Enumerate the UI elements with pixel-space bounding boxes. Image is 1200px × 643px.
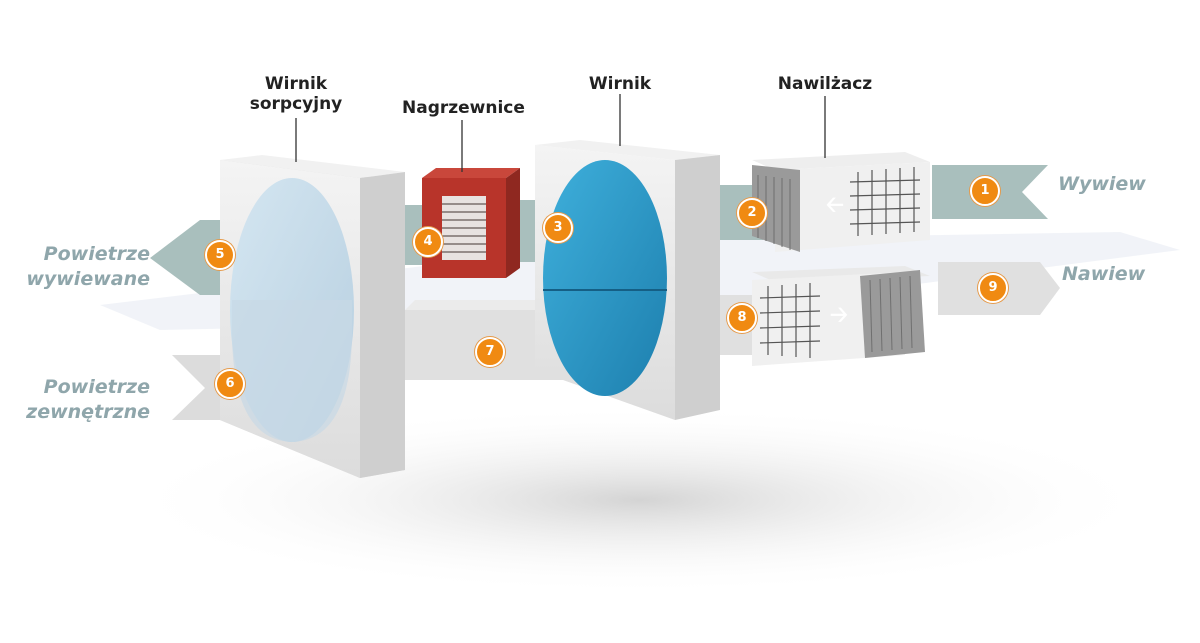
sorption-rotor-face (360, 172, 405, 478)
rotor-wheel (543, 160, 667, 396)
rotor-side (675, 155, 720, 420)
side-label-outdoor-air: Powietrze zewnętrzne (18, 375, 150, 425)
label-sorption-rotor-line1: Wirnik (264, 74, 328, 94)
sorption-rotor-wheel-lower (232, 300, 352, 442)
side-label-exhaust-out: Powietrze wywiewane (18, 242, 150, 292)
label-sorption-rotor-line2: sorpcyjny (249, 94, 343, 114)
side-label-outdoor-air-line1: Powietrze (43, 376, 150, 398)
heater-side (506, 168, 520, 278)
humidifier-coil (752, 165, 800, 252)
heater-top (422, 168, 520, 178)
rotor-top (535, 140, 720, 160)
label-heaters: Nagrzewnice (402, 98, 525, 118)
badge-9: 9 (978, 273, 1008, 303)
badge-2: 2 (737, 198, 767, 228)
humidifier-nozzles (849, 167, 921, 236)
side-label-exhaust-out-line2: wywiewane (26, 268, 150, 290)
badge-3: 3 (543, 213, 573, 243)
label-humidifier: Nawilżacz (777, 74, 873, 94)
badge-6: 6 (215, 369, 245, 399)
badge-4: 4 (413, 227, 443, 257)
sorption-rotor-top (220, 155, 405, 178)
side-label-supply: Nawiew (1062, 263, 1146, 285)
humidifier-top (752, 152, 930, 170)
side-label-extract: Wywiew (1058, 173, 1146, 195)
badge-1: 1 (970, 176, 1000, 206)
lower-unit-coil-fins (869, 275, 913, 353)
humidifier-flow-arrow: 🡠 (826, 193, 844, 218)
badge-7: 7 (475, 337, 505, 367)
side-label-outdoor-air-line2: zewnętrzne (26, 401, 150, 423)
heater-grille (442, 196, 486, 260)
lower-unit-nozzles (759, 283, 821, 358)
label-rotor: Wirnik (588, 74, 652, 94)
side-label-exhaust-out-line1: Powietrze (43, 243, 150, 265)
badge-8: 8 (727, 303, 757, 333)
lower-unit-flow-arrow: 🡢 (830, 303, 848, 328)
lower-unit-coil (860, 270, 925, 358)
humidifier-body (775, 162, 930, 252)
badge-5: 5 (205, 240, 235, 270)
label-sorption-rotor: Wirnik sorpcyjny (246, 74, 346, 114)
